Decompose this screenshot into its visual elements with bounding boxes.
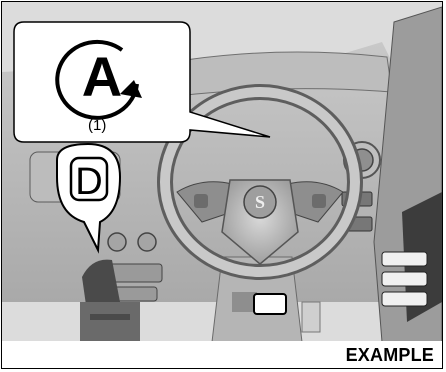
auto-start-stop-icon: A	[82, 45, 122, 108]
auto-stop-switch	[254, 294, 286, 314]
steering-logo: S	[255, 192, 265, 212]
dashboard-illustration: S A D	[2, 2, 442, 342]
example-label: EXAMPLE	[346, 345, 434, 366]
caption-bar: EXAMPLE	[2, 341, 442, 369]
gear-d-icon: D	[75, 161, 102, 203]
auto-stop-number-label: (1)	[88, 117, 106, 134]
